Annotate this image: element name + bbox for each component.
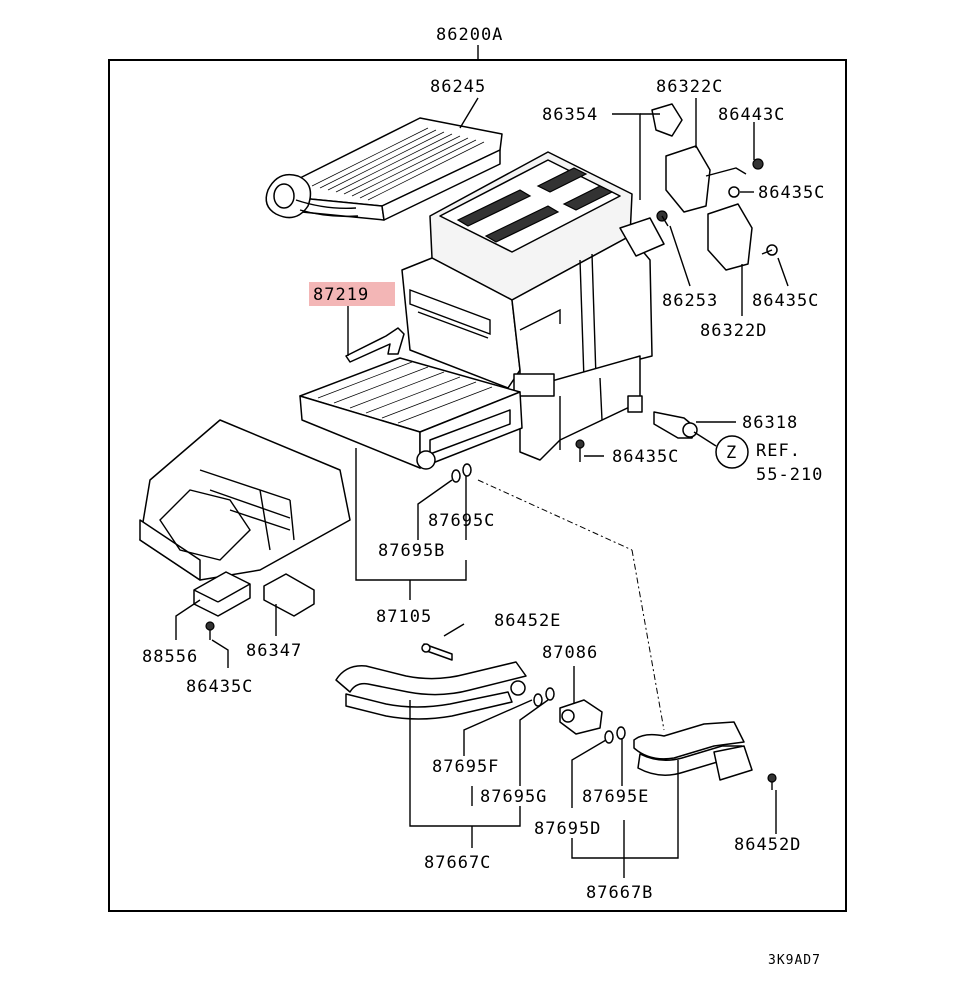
label-86253: 86253 (662, 291, 718, 311)
leader-lines (175, 97, 789, 878)
label-86435C-d: 86435C (186, 677, 253, 697)
o-rings-87695BC (451, 463, 472, 483)
label-86354: 86354 (542, 105, 598, 125)
label-86435C-c: 86435C (612, 447, 679, 467)
label-86435C-b: 86435C (752, 291, 819, 311)
ref-label-line1: REF. (756, 441, 801, 461)
o-rings-87695DE (604, 726, 626, 744)
label-86245: 86245 (430, 77, 486, 97)
label-86452D: 86452D (734, 835, 801, 855)
label-86322C: 86322C (656, 77, 723, 97)
heater-core-drawing (265, 117, 503, 221)
label-87695D: 87695D (534, 819, 601, 839)
label-87695F: 87695F (432, 757, 499, 777)
actuator-86322D-drawing (656, 203, 778, 271)
pipe-87667B-drawing (633, 721, 777, 790)
label-87695B: 87695B (378, 541, 445, 561)
heater-unit-drawing (401, 151, 665, 461)
label-86347: 86347 (246, 641, 302, 661)
label-86322D: 86322D (700, 321, 767, 341)
evaporator-drawing (299, 357, 523, 470)
bolt-86452E-drawing (421, 643, 453, 661)
label-87695E: 87695E (582, 787, 649, 807)
label-87667C: 87667C (424, 853, 491, 873)
label-86435C-a: 86435C (758, 183, 825, 203)
label-86452E: 86452E (494, 611, 561, 631)
part-86347-drawing (263, 573, 315, 617)
label-87219: 87219 (313, 285, 369, 305)
ref-label-line2: 55-210 (756, 465, 823, 485)
ref-circle-letter: Z (726, 443, 737, 463)
label-87667B: 87667B (586, 883, 653, 903)
label-87105: 87105 (376, 607, 432, 627)
sensor-86318-drawing (653, 411, 698, 439)
drawing-code: 3K9AD7 (768, 953, 821, 968)
resistor-88556-drawing (193, 571, 251, 617)
label-88556: 88556 (142, 647, 198, 667)
assembly-label: 86200A (436, 25, 503, 45)
label-87695G: 87695G (480, 787, 547, 807)
pipe-87667C-drawing (335, 661, 555, 720)
label-86443C: 86443C (718, 105, 785, 125)
bracket-87219-drawing (345, 327, 405, 363)
label-87695C: 87695C (428, 511, 495, 531)
label-87086: 87086 (542, 643, 598, 663)
screw-86435C-d-drawing (205, 621, 215, 640)
ref-circle (715, 435, 749, 469)
air-duct-drawing (139, 419, 351, 581)
screw-86435C-drawing (575, 439, 585, 462)
valve-87086-drawing (559, 699, 603, 735)
actuator-86322C-drawing (651, 103, 764, 213)
highlight-87219 (309, 282, 395, 306)
label-86318: 86318 (742, 413, 798, 433)
